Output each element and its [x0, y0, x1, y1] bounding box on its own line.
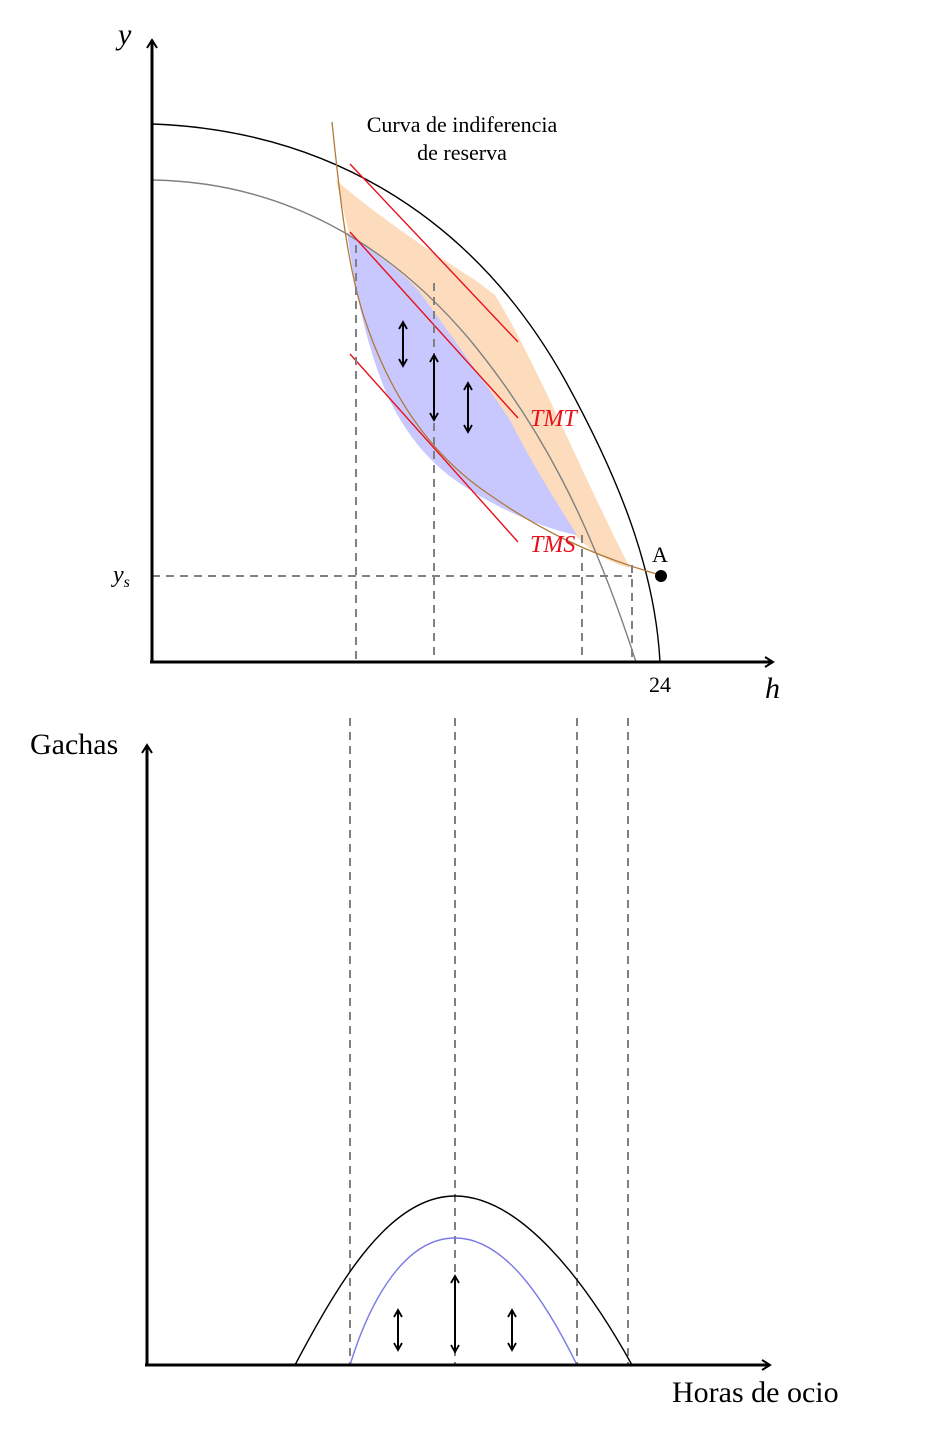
bottom-x-axis-label: Horas de ocio: [672, 1376, 839, 1409]
gachas-curve-inner: [349, 1237, 578, 1366]
point-a: [655, 570, 667, 582]
orange-region: [336, 180, 630, 568]
tmt-label: TMT: [530, 406, 578, 432]
bottom-panel: Gachas Horas de ocio: [30, 718, 839, 1409]
blue-region: [347, 232, 577, 535]
point-a-label: A: [652, 542, 668, 567]
top-y-axis-label: y: [115, 18, 132, 51]
ys-subscript: s: [124, 574, 130, 591]
reservation-curve-label-line2: de reserva: [417, 140, 507, 165]
bottom-y-axis-label: Gachas: [30, 728, 118, 761]
tick-24-label: 24: [649, 672, 671, 697]
reservation-indifference-curve: [331, 121, 661, 576]
gachas-curve-outer: [294, 1195, 633, 1366]
ppf-inner-curve: [151, 179, 637, 663]
top-x-axis-label: h: [765, 672, 780, 705]
tms-label: TMS: [530, 532, 575, 558]
ys-label: ys: [111, 562, 130, 591]
top-panel: y h ys 24 A Curva de indiferencia de res…: [111, 18, 780, 705]
reservation-curve-label-line1: Curva de indiferencia: [367, 112, 558, 137]
ppf-outer-curve: [151, 123, 661, 663]
tangent-line-tms: [349, 353, 519, 543]
tangent-line-upper: [349, 163, 519, 343]
